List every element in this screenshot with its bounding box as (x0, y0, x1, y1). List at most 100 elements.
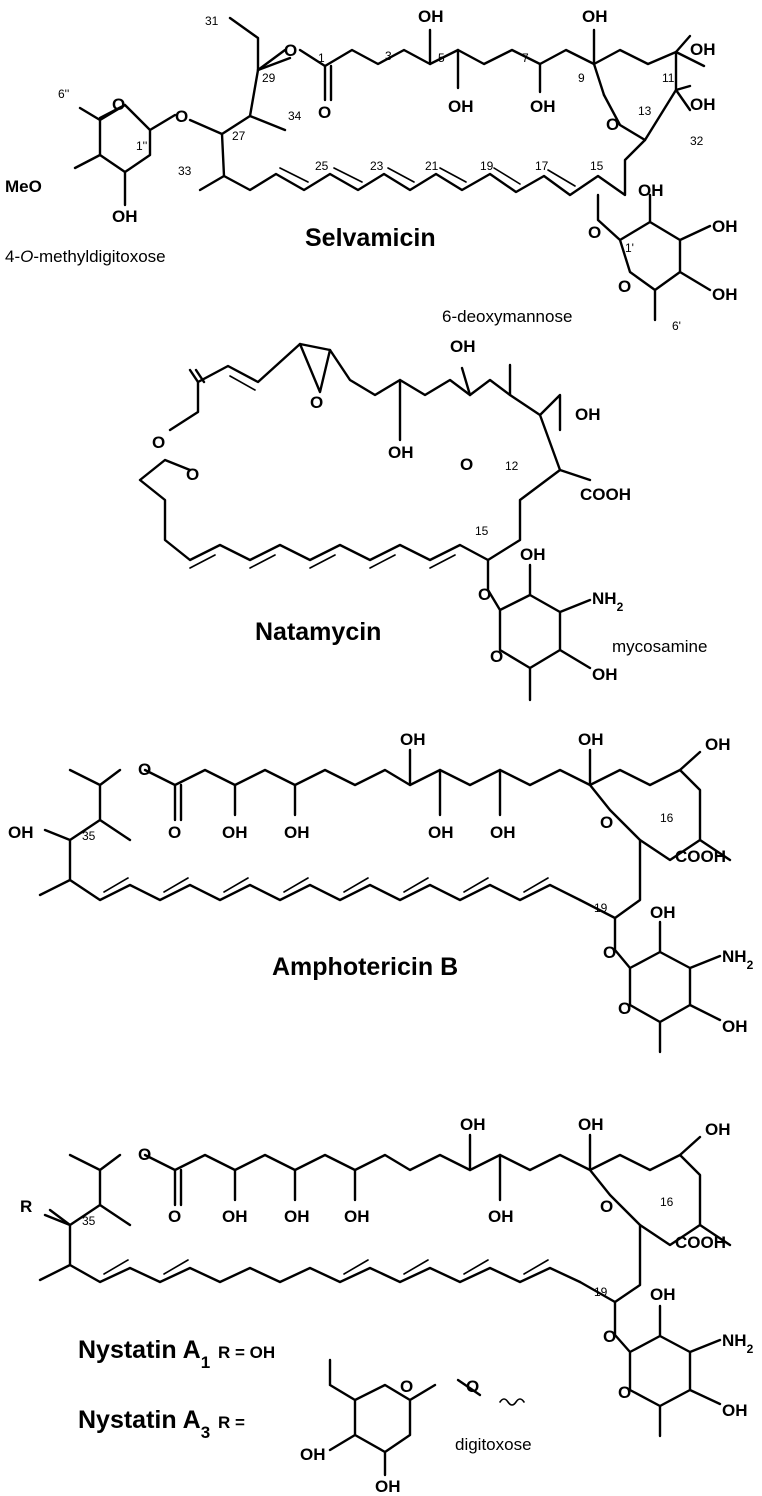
amphotericin-name: Amphotericin B (272, 953, 458, 981)
nat-o-carbonyl: O (152, 433, 165, 452)
nat-o-sugar: O (490, 647, 503, 666)
nys-cooh: COOH (675, 1233, 726, 1252)
sel-num-15: 15 (590, 159, 604, 173)
sel-o-ester: O (284, 41, 297, 60)
sel-num-13: 13 (638, 104, 652, 118)
nat-o-epoxide: O (310, 393, 323, 412)
nat-num-15: 15 (475, 524, 489, 538)
selvamicin-right-sugar-label: 6-deoxymannose (442, 307, 572, 326)
amb-oh-c35: OH (8, 823, 34, 842)
natamycin-structure (138, 342, 592, 702)
sel-num-25: 25 (315, 159, 329, 173)
sel-o-sugar-left: O (112, 95, 125, 114)
nys-oh-4: OH (460, 1115, 486, 1134)
sel-oh-c11a: OH (690, 40, 716, 59)
amb-num-35: 35 (82, 829, 96, 843)
amb-o-glyc: O (603, 943, 616, 962)
sel-num-31: 31 (205, 14, 219, 28)
selvamicin-name: Selvamicin (305, 224, 436, 252)
amb-oh-1: OH (222, 823, 248, 842)
nystatin-a1-name: Nystatin A1 (78, 1336, 210, 1372)
sel-o-carbonyl: O (318, 103, 331, 122)
nat-oh-top: OH (450, 337, 476, 356)
sel-oh-c9: OH (582, 7, 608, 26)
amb-oh-sugar: OH (650, 903, 676, 922)
nys-o-sugar: O (618, 1383, 631, 1402)
sel-num-23: 23 (370, 159, 384, 173)
sel-num-1prime: 1' (625, 241, 634, 255)
nat-oh-sugar2: OH (592, 665, 618, 684)
sel-o-glyc-left: O (175, 107, 188, 126)
amb-num-19: 19 (594, 901, 608, 915)
amb-o-sugar: O (618, 999, 631, 1018)
nys-oh-sugar: OH (650, 1285, 676, 1304)
nys-oh-3: OH (344, 1207, 370, 1226)
digitoxose-oh-2: OH (375, 1477, 401, 1496)
nat-o-ester: O (186, 465, 199, 484)
nat-oh-mid: OH (388, 443, 414, 462)
nys-o-glyc: O (603, 1327, 616, 1346)
nys-num-19: 19 (594, 1285, 608, 1299)
nys-oh-5: OH (488, 1207, 514, 1226)
natamycin-name: Natamycin (255, 618, 381, 646)
digitoxose-oh-1: OH (300, 1445, 326, 1464)
sel-num-9: 9 (578, 71, 585, 85)
nystatin-structure (38, 1133, 732, 1477)
sel-num-11: 11 (662, 71, 675, 85)
nat-oh-sugar: OH (520, 545, 546, 564)
amb-oh-5: OH (490, 823, 516, 842)
sel-num-32: 32 (690, 134, 704, 148)
digitoxose-o-ring: O (400, 1377, 413, 1396)
sel-oh-c4: OH (418, 7, 444, 26)
nystatin-a1-r: R = OH (218, 1343, 275, 1362)
sel-oh-c12: OH (690, 95, 716, 114)
sel-meo: MeO (5, 177, 42, 196)
sel-oh-c7: OH (530, 97, 556, 116)
sel-oh-sugar-r3: OH (712, 285, 738, 304)
amb-num-16: 16 (660, 811, 674, 825)
amb-oh-6: OH (578, 730, 604, 749)
nystatin-a3-name: Nystatin A3 (78, 1406, 210, 1442)
nys-num-16: 16 (660, 1195, 674, 1209)
nat-nh2: NH2 (592, 589, 624, 614)
nys-nh2: NH2 (722, 1331, 754, 1356)
sel-num-19: 19 (480, 159, 494, 173)
amb-cooh: COOH (675, 847, 726, 866)
nys-o-ester: O (138, 1145, 151, 1164)
selvamicin-structure (73, 16, 712, 322)
sel-o-ring: O (606, 115, 619, 134)
nys-oh-1: OH (222, 1207, 248, 1226)
digitoxose-o-link: O (466, 1377, 479, 1396)
nat-o-glyc: O (478, 585, 491, 604)
nys-o-ring: O (600, 1197, 613, 1216)
nat-num-12: 12 (505, 459, 519, 473)
amb-oh-sugar2: OH (722, 1017, 748, 1036)
natamycin-sugar-label: mycosamine (612, 637, 707, 656)
sel-num-17: 17 (535, 159, 549, 173)
sel-num-7: 7 (522, 51, 529, 65)
amb-oh-7: OH (705, 735, 731, 754)
sel-num-27: 27 (232, 129, 246, 143)
sel-num-34: 34 (288, 109, 302, 123)
sel-num-3: 3 (385, 49, 392, 63)
amphotericin-structure (38, 748, 732, 1054)
sel-num-6prime: 6' (672, 319, 681, 333)
nys-num-35: 35 (82, 1214, 96, 1228)
sel-oh-sugar-r2: OH (712, 217, 738, 236)
digitoxose-label: digitoxose (455, 1435, 532, 1454)
sel-num-21: 21 (425, 159, 439, 173)
nys-o-carbonyl: O (168, 1207, 181, 1226)
amb-oh-3: OH (400, 730, 426, 749)
sel-num-1dprime: 1'' (136, 139, 147, 153)
sel-oh-sugar-r1: OH (638, 181, 664, 200)
sel-num-6dprime: 6'' (58, 87, 69, 101)
sel-num-5: 5 (438, 51, 445, 65)
selvamicin-left-sugar-label: 4-O-methyldigitoxose (5, 247, 166, 266)
nys-oh-2: OH (284, 1207, 310, 1226)
nys-oh-sugar2: OH (722, 1401, 748, 1420)
amb-o-ester: O (138, 760, 151, 779)
sel-num-33: 33 (178, 164, 192, 178)
nat-o-ring: O (460, 455, 473, 474)
amb-o-carbonyl: O (168, 823, 181, 842)
